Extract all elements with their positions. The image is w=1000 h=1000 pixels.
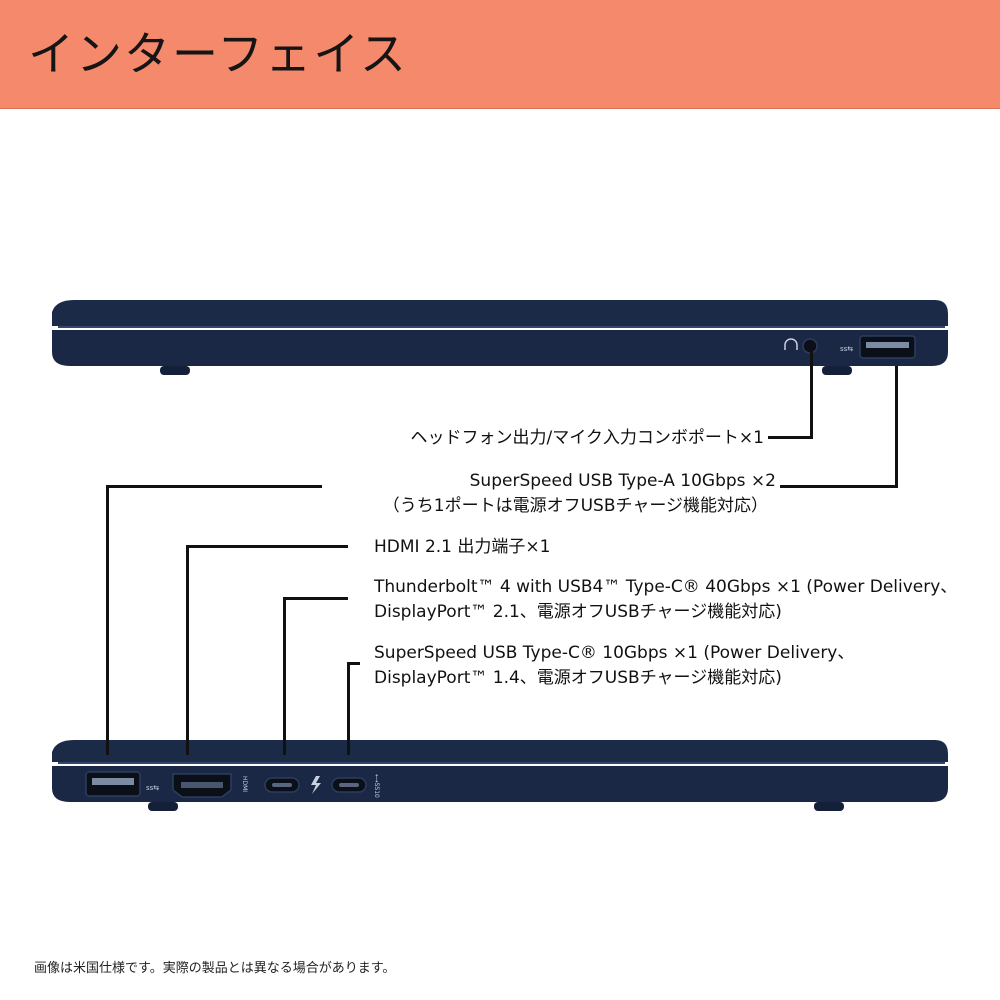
usb-a-left-leader-vertical	[106, 485, 109, 755]
usb-c-callout-line1: SuperSpeed USB Type-C® 10Gbps ×1 (Power …	[374, 643, 855, 663]
usb-c-callout-line2: DisplayPort™ 1.4、電源オフUSBチャージ機能対応)	[374, 668, 782, 688]
hdmi-leader-horizontal	[186, 545, 348, 548]
headphone-leader-horizontal	[768, 436, 813, 439]
laptop-left-side-view: ss⇆ HDMI ⟷SS10	[52, 740, 948, 811]
thunderbolt-port	[264, 776, 321, 794]
thunderbolt-callout-line1: Thunderbolt™ 4 with USB4™ Type-C® 40Gbps…	[374, 577, 958, 597]
hdmi-leader-vertical	[186, 545, 189, 755]
hdmi-port: HDMI	[172, 773, 248, 798]
headphone-callout: ヘッドフォン出力/マイク入力コンボポート×1	[410, 428, 764, 448]
hdmi-callout: HDMI 2.1 出力端子×1	[374, 537, 551, 557]
usb-a-leader-vertical	[895, 366, 898, 488]
usb-a-callout-line1: SuperSpeed USB Type-A 10Gbps ×2	[469, 471, 776, 491]
headphone-leader-vertical	[810, 350, 813, 439]
laptop-right-side-view: ss⇆	[52, 300, 948, 375]
usb-c-port: ⟷SS10	[331, 774, 380, 798]
thunderbolt-icon	[311, 776, 321, 794]
header-banner: インターフェイス	[0, 0, 1000, 109]
usb-a-port-left: ss⇆	[85, 771, 159, 797]
disclaimer-note: 画像は米国仕様です。実際の製品とは異なる場合があります。	[34, 961, 396, 976]
usb-a-left-leader-horizontal	[106, 485, 322, 488]
usb-a-callout-line2: （うち1ポートは電源オフUSBチャージ機能対応）	[382, 496, 768, 516]
page-title: インターフェイス	[28, 27, 408, 81]
svg-text:ss⇆: ss⇆	[840, 345, 853, 353]
usbc-marking: ⟷SS10	[373, 774, 380, 798]
thunderbolt-leader-horizontal	[283, 597, 348, 600]
hdmi-marking: HDMI	[241, 776, 248, 792]
thunderbolt-callout-line2: DisplayPort™ 2.1、電源オフUSBチャージ機能対応)	[374, 602, 782, 622]
svg-text:ss⇆: ss⇆	[146, 784, 159, 792]
usb-c-leader-vertical	[347, 662, 350, 755]
usb-a-port: ss⇆	[840, 335, 916, 359]
usb-a-leader-horizontal	[780, 485, 898, 488]
usb-c-leader-horizontal	[347, 662, 360, 665]
thunderbolt-leader-vertical	[283, 597, 286, 755]
